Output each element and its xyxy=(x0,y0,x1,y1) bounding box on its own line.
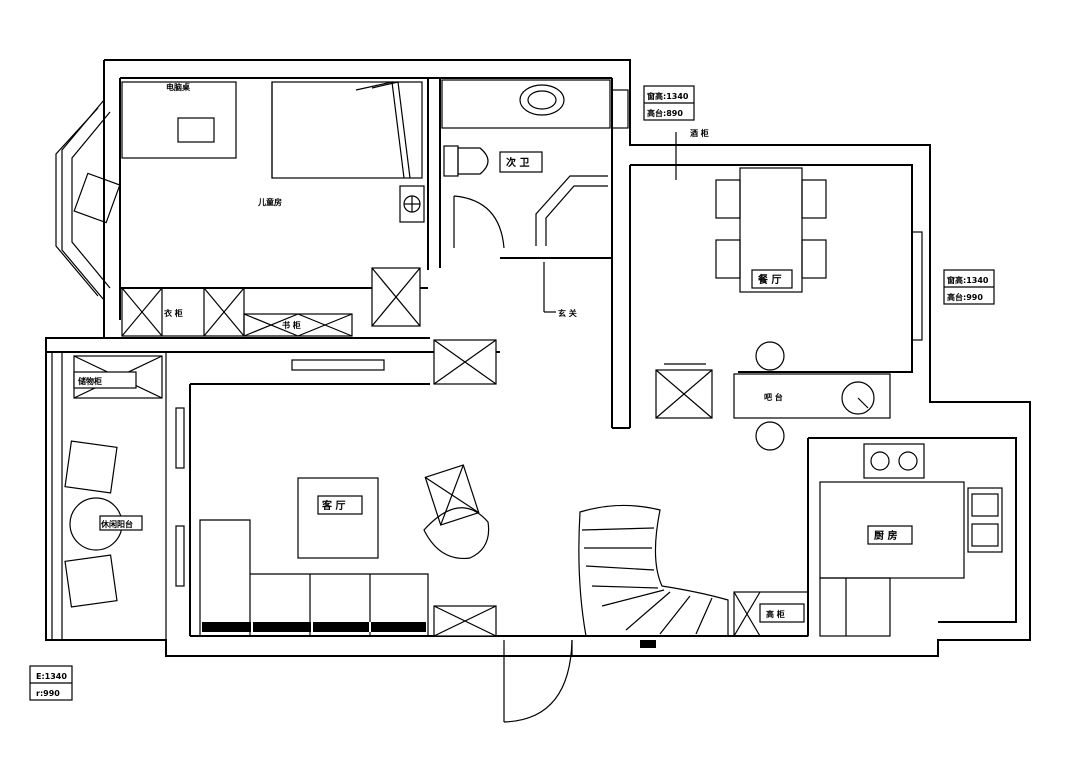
bar-label: 吧 台 xyxy=(764,392,783,402)
wine-cabinet-label: 酒 柜 xyxy=(690,128,709,138)
sink xyxy=(967,487,1003,553)
computer-desk-label: 电脑桌 xyxy=(166,82,191,92)
tall-cabinet-label: 高 柜 xyxy=(766,609,785,619)
wardrobe xyxy=(121,287,245,337)
armchair xyxy=(423,507,490,560)
kids-room-furniture: 电脑桌 儿童房 xyxy=(73,81,425,224)
storage-cabinet-label: 储物柜 xyxy=(77,376,102,386)
window-2-table-height: 高台:990 xyxy=(947,292,983,302)
sofa xyxy=(199,519,429,636)
dining-label: 餐 厅 xyxy=(757,273,781,286)
computer-desk xyxy=(121,81,237,159)
kitchen: 厨 房 xyxy=(819,443,1003,637)
leisure-balcony-label: 休闲阳台 xyxy=(100,519,133,529)
tall-cabinet: 高 柜 xyxy=(733,591,809,637)
wardrobe-label: 衣 柜 xyxy=(164,308,183,318)
bookcase-label: 书 柜 xyxy=(282,320,301,330)
stove xyxy=(863,443,925,479)
tv-stand xyxy=(291,359,385,371)
living-room-label: 客 厅 xyxy=(321,499,345,512)
dining-table xyxy=(739,167,803,293)
kitchen-label: 厨 房 xyxy=(874,529,897,542)
window-3-sill-height: E:1340 xyxy=(36,672,67,681)
window-2-sill-height: 窗高:1340 xyxy=(947,275,989,285)
spiral-stair xyxy=(578,504,729,648)
second-bath-label: 次 卫 xyxy=(506,156,529,169)
window-1-sill-height: 窗高:1340 xyxy=(647,91,689,101)
coffee-table xyxy=(297,477,379,559)
living-room: 客 厅 xyxy=(199,359,573,723)
cushion xyxy=(73,172,121,224)
kids-room-label: 儿童房 xyxy=(257,197,282,207)
washbasin xyxy=(519,84,565,116)
entry-area: 玄 关 酒 柜 xyxy=(543,128,709,318)
walls xyxy=(45,59,1031,657)
toilet xyxy=(457,147,489,175)
window-3-table-height: r:990 xyxy=(36,689,60,698)
window-tag-3: E:1340 r:990 xyxy=(29,665,73,701)
window-tag-1: 窗高:1340 高台:890 xyxy=(643,85,695,121)
bar-table xyxy=(733,373,891,419)
entry-label: 玄 关 xyxy=(558,308,577,318)
window-tag-2: 窗高:1340 高台:990 xyxy=(943,269,995,305)
wardrobe-bookcase: 衣 柜 书 柜 xyxy=(121,267,421,337)
window-1-table-height: 高台:890 xyxy=(647,108,683,118)
dining-area: 餐 厅 xyxy=(611,89,923,341)
second-bath: 次 卫 xyxy=(441,79,611,249)
balcony: 储物柜 休闲阳台 xyxy=(64,355,185,608)
bar-counter: 吧 台 xyxy=(433,339,891,451)
